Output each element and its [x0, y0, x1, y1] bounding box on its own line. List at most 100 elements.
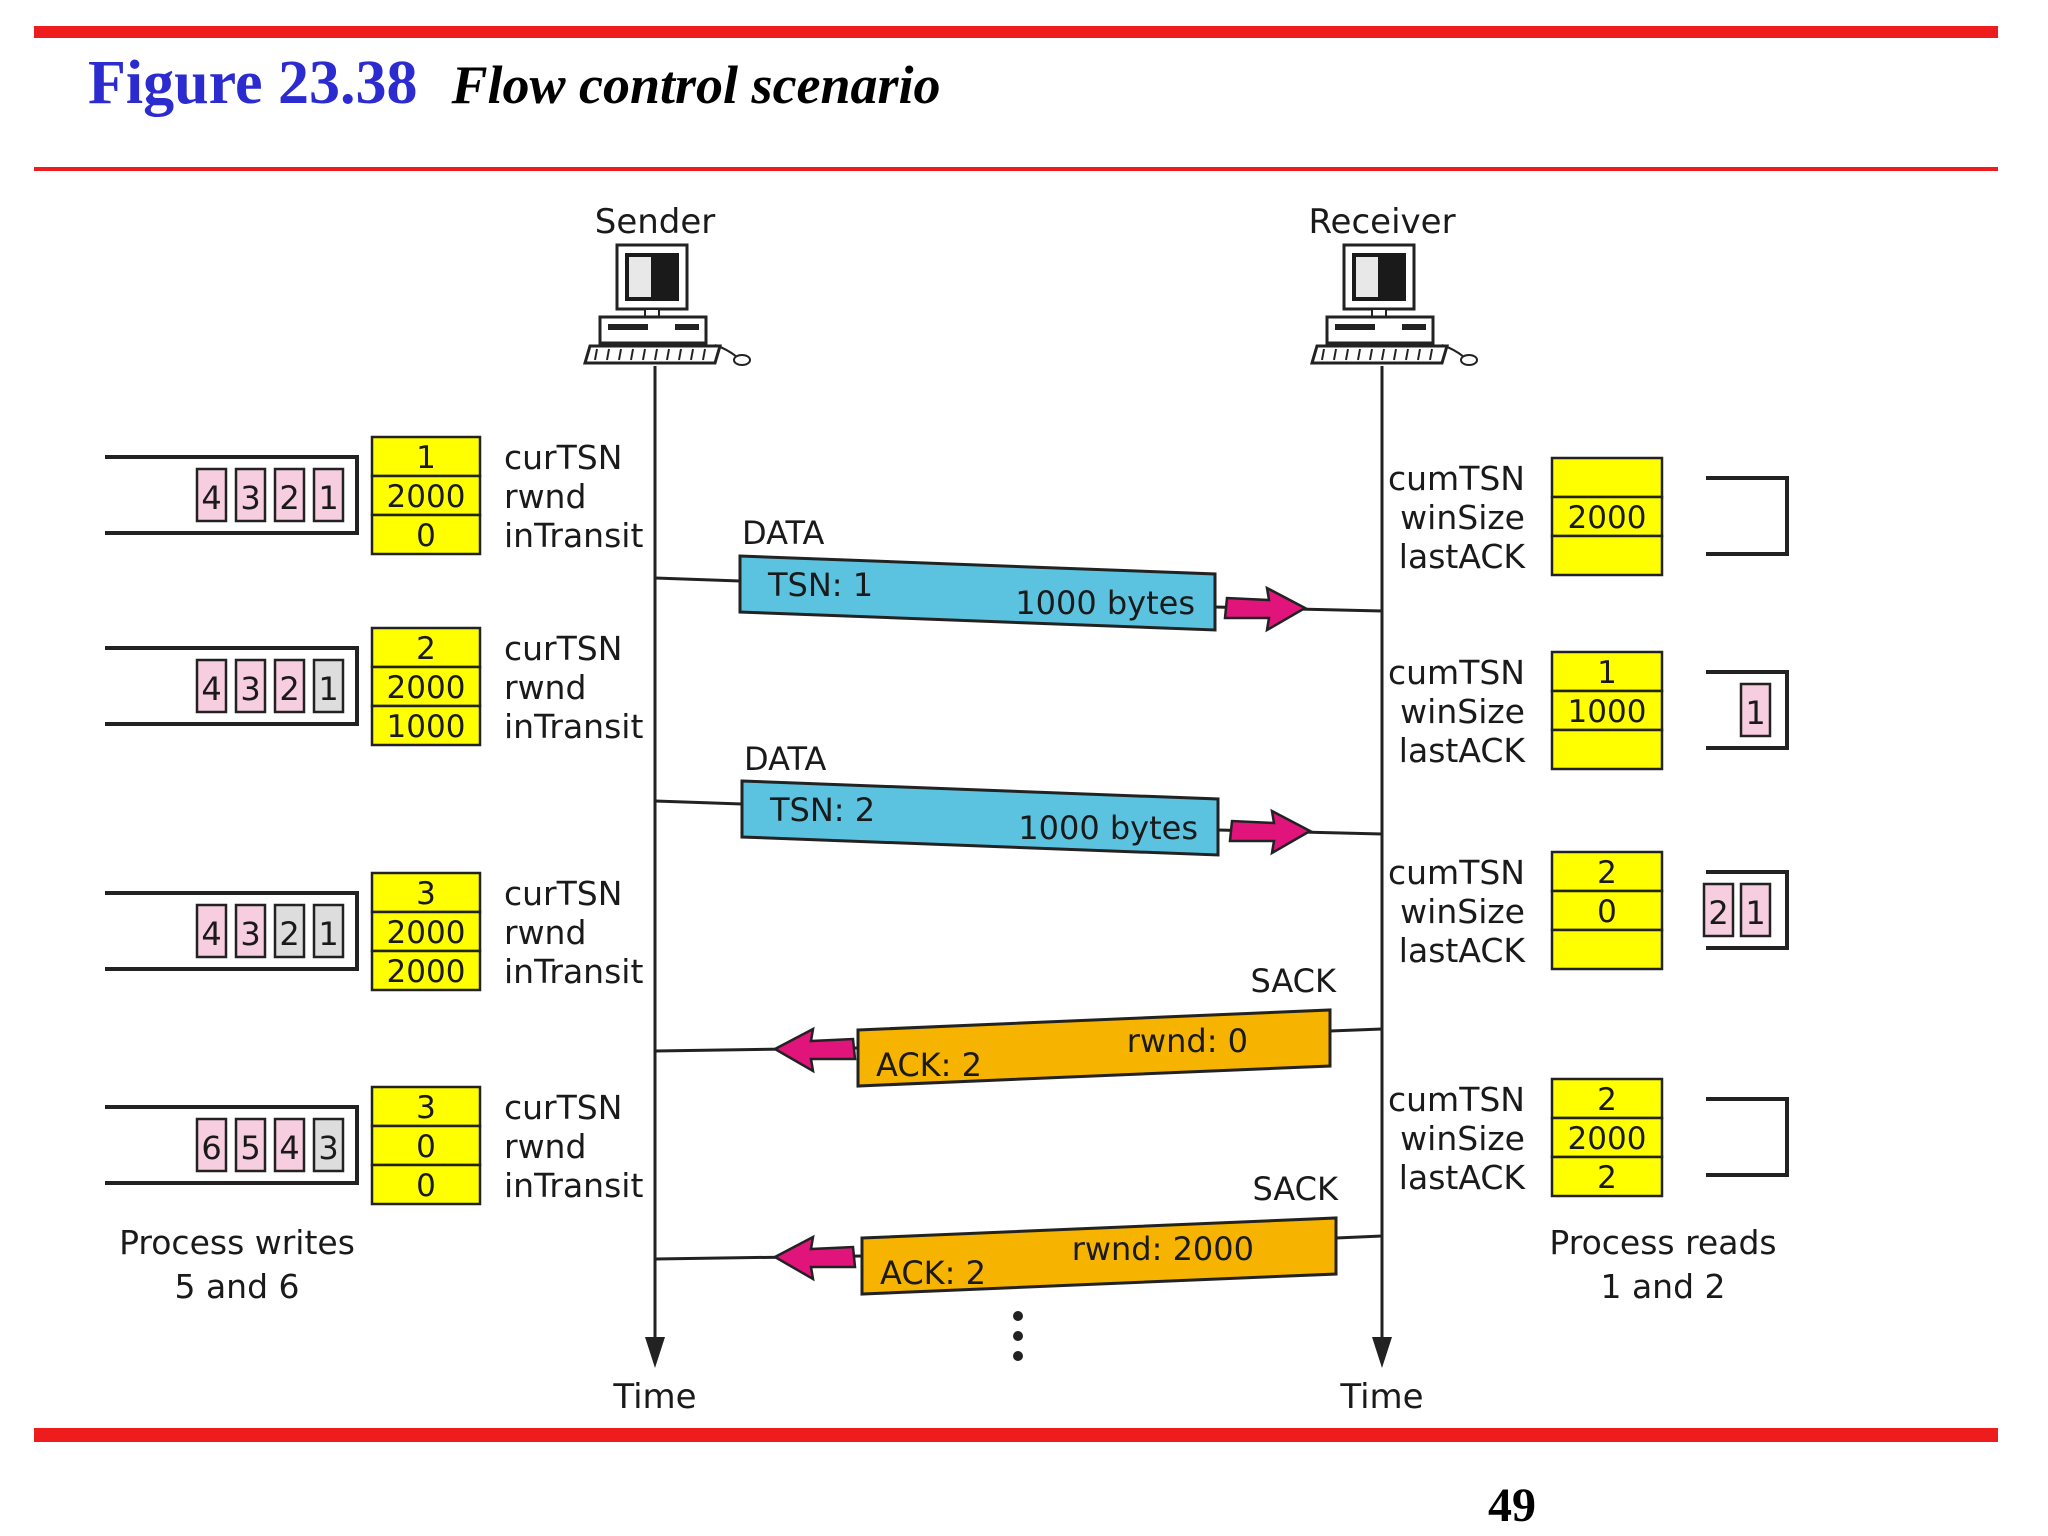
sender-var-label: rwnd [504, 1127, 586, 1166]
receiver-var-label: cumTSN [1388, 653, 1525, 692]
packet-line [1329, 1027, 1383, 1033]
buffer-chunk-label: 2 [279, 479, 299, 517]
packet-kind-label: DATA [744, 740, 827, 778]
packet-kind-label: SACK [1250, 962, 1337, 1000]
buffer-chunk [273, 903, 306, 959]
buffer-chunk-label: 1 [318, 479, 338, 517]
receiver-value: 2 [1597, 1160, 1617, 1196]
receiver-computer-icon [1309, 243, 1478, 366]
buffer-chunk [273, 658, 306, 714]
sender-label: Sender [595, 202, 716, 242]
sender-value: 0 [416, 518, 436, 554]
sender-value-box [370, 1124, 482, 1167]
buffer-chunk [312, 1117, 345, 1173]
packet-line [654, 799, 743, 806]
receiver-value-box [1550, 1116, 1664, 1159]
receiver-value: 2 [1597, 855, 1617, 891]
packet-box [860, 1216, 1338, 1296]
sender-value: 3 [416, 876, 436, 912]
buffer-chunk-label: 2 [279, 915, 299, 953]
sender-var-label: rwnd [504, 668, 586, 707]
packet-kind-label: DATA [742, 514, 825, 552]
sender-value-box [370, 665, 482, 708]
continuation-dot [1013, 1331, 1023, 1341]
buffer-chunk [195, 903, 228, 959]
receiver-time-label: Time [1339, 1377, 1423, 1417]
receiver-var-label: cumTSN [1388, 853, 1525, 892]
arrow-icon [772, 1234, 857, 1282]
figure-title: Figure 23.38 [88, 49, 418, 117]
sender-note: Process writes [119, 1223, 355, 1262]
receiver-var-label: winSize [1400, 1119, 1525, 1158]
receiver-chunk-label: 1 [1745, 894, 1765, 932]
sender-value-box [370, 435, 482, 478]
sender-var-label: inTransit [504, 952, 643, 991]
arrow-icon [1228, 808, 1313, 856]
receiver-value-box [1550, 456, 1664, 499]
buffer-chunk [234, 1117, 267, 1173]
buffer-chunk-label: 4 [201, 915, 221, 953]
buffer-chunk-label: 3 [240, 915, 260, 953]
arrow-icon [1223, 585, 1308, 633]
sender-value-box [370, 474, 482, 517]
receiver-value-box [1550, 1155, 1664, 1198]
buffer-chunk [312, 903, 345, 959]
sender-value: 2000 [387, 915, 466, 951]
figure-heading: Figure 23.38 Flow control scenario [88, 48, 941, 128]
receiver-value: 2000 [1568, 500, 1647, 536]
buffer-chunk [195, 1117, 228, 1173]
sender-value: 2000 [387, 954, 466, 990]
sender-value-box [370, 513, 482, 556]
buffer-chunk-label: 5 [240, 1129, 260, 1167]
receiver-var-label: winSize [1400, 692, 1525, 731]
receiver-value-box [1550, 534, 1664, 577]
buffer-chunk [195, 658, 228, 714]
figure-subtitle: Flow control scenario [451, 55, 941, 115]
page-number: 49 [1488, 1479, 1536, 1532]
receiver-var-label: lastACK [1399, 731, 1527, 770]
receiver-value-box [1550, 728, 1664, 771]
sender-value: 3 [416, 1090, 436, 1126]
sender-var-label: rwnd [504, 913, 586, 952]
top-rule [34, 26, 1998, 38]
sender-value: 2 [416, 631, 436, 667]
packet-left-text: TSN: 2 [769, 791, 875, 829]
receiver-chunk [1702, 882, 1735, 938]
receiver-var-label: winSize [1400, 892, 1525, 931]
packet-box [740, 779, 1220, 857]
receiver-chunk-label: 1 [1745, 694, 1765, 732]
receiver-var-label: cumTSN [1388, 459, 1525, 498]
time-arrowhead [1372, 1337, 1392, 1368]
data-packet-2: TSN: 2 1000 bytes DATA [654, 740, 1383, 857]
receiver-chunk [1739, 882, 1772, 938]
sender-value: 1 [416, 440, 436, 476]
receiver-var-label: cumTSN [1388, 1080, 1525, 1119]
packet-left-text: ACK: 2 [880, 1254, 986, 1292]
sender-value-box [370, 704, 482, 747]
buffer-chunk-label: 4 [201, 479, 221, 517]
sender-var-label: curTSN [504, 874, 622, 913]
sender-var-label: curTSN [504, 1088, 622, 1127]
sender-computer-icon [582, 243, 751, 366]
sender-time-label: Time [612, 1377, 696, 1417]
buffer-chunk-label: 6 [201, 1129, 221, 1167]
sender-value: 0 [416, 1168, 436, 1204]
receiver-var-label: winSize [1400, 498, 1525, 537]
buffer-chunk-label: 3 [240, 479, 260, 517]
receiver-value: 1000 [1568, 694, 1647, 730]
sender-value: 2000 [387, 479, 466, 515]
packet-right-text: 1000 bytes [1018, 809, 1198, 847]
receiver-note: Process reads [1549, 1223, 1776, 1262]
sender-value-box [370, 1163, 482, 1206]
receiver-chunk-label: 2 [1708, 894, 1728, 932]
buffer-chunk [312, 467, 345, 523]
